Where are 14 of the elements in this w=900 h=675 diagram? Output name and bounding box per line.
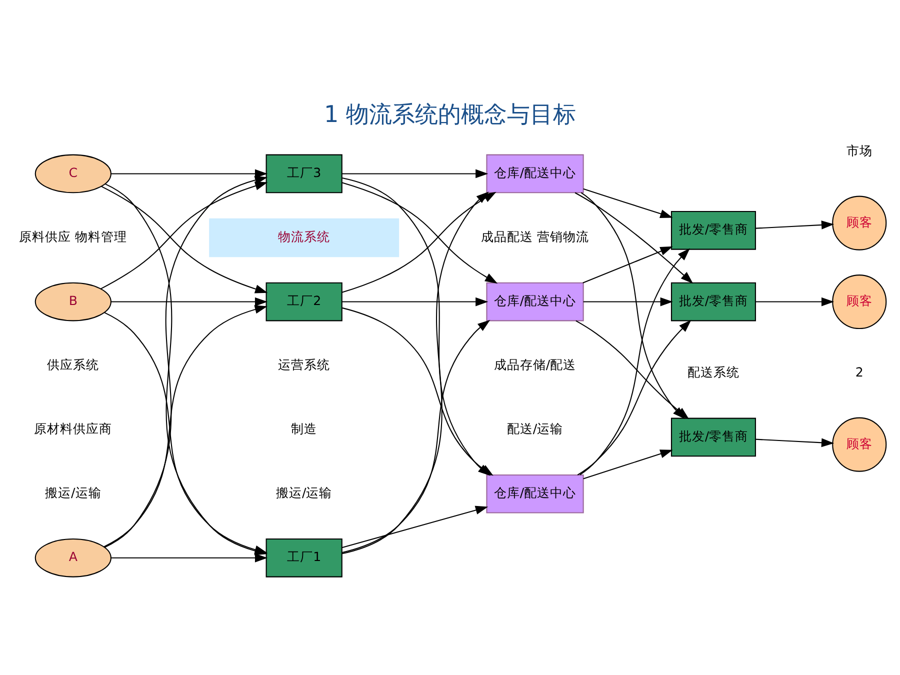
label: 制造 (291, 420, 318, 436)
label: 成品配送 营销物流 (481, 228, 590, 244)
label: 搬运/运输 (45, 484, 102, 500)
label: 成品存储/配送 (494, 356, 576, 372)
label: 市场 (846, 142, 872, 158)
label: 原料供应 物料管理 (19, 228, 128, 244)
label: 原材料供应商 (34, 420, 112, 436)
label: 搬运/运输 (276, 484, 332, 500)
label: 2 (855, 364, 864, 379)
label: 配送系统 (687, 364, 740, 379)
diagram-title: 1 物流系统的概念与目标 (324, 101, 576, 128)
label: 运营系统 (278, 356, 330, 372)
label: 供应系统 (47, 356, 100, 372)
label: 配送/运输 (506, 420, 564, 436)
